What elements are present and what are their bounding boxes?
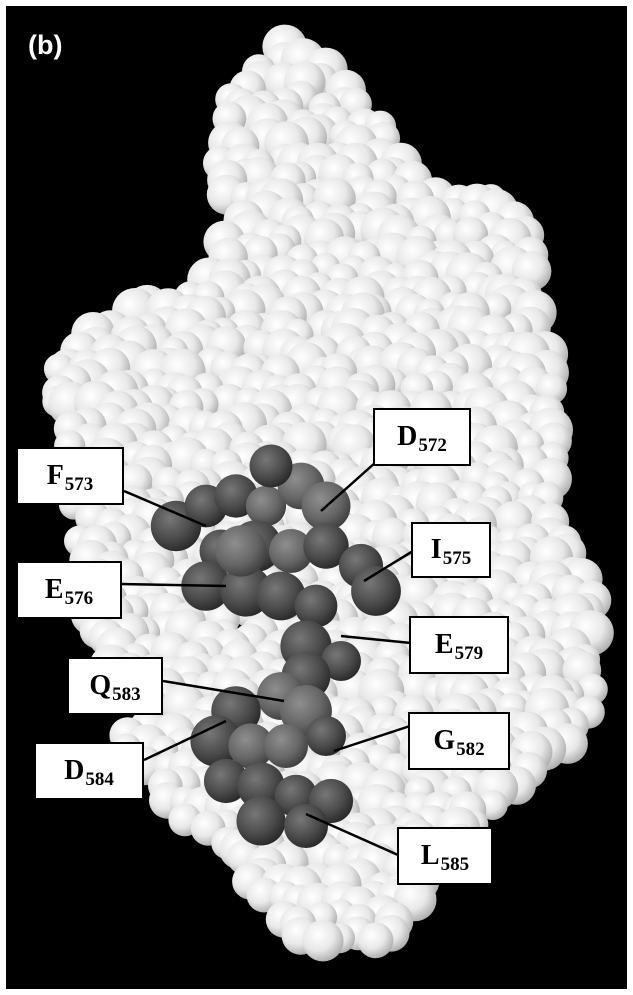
residue-number: 576	[65, 589, 94, 608]
atom-sphere	[302, 920, 343, 961]
label-D584: D584	[34, 742, 144, 800]
panel-label: (b)	[28, 32, 62, 59]
residue-number: 585	[441, 855, 470, 874]
highlighted-atom-sphere	[237, 797, 286, 846]
label-F573: F573	[16, 447, 124, 505]
residue-letter: L	[421, 842, 440, 870]
residue-letter: F	[47, 462, 64, 490]
label-I575: I575	[411, 522, 491, 578]
highlighted-atom-sphere	[284, 804, 328, 848]
residue-letter: E	[45, 576, 64, 604]
label-D572: D572	[373, 408, 471, 466]
label-Q583: Q583	[67, 657, 163, 715]
residue-letter: E	[435, 631, 454, 659]
residue-letter: Q	[89, 672, 111, 700]
residue-number: 582	[456, 740, 485, 759]
residue-letter: D	[397, 423, 417, 451]
residue-number: 584	[85, 770, 114, 789]
residue-letter: G	[433, 727, 455, 755]
residue-number: 579	[455, 644, 484, 663]
residue-number: 572	[418, 436, 447, 455]
residue-letter: I	[431, 536, 442, 564]
residue-number: 575	[443, 549, 472, 568]
residue-letter: D	[64, 757, 84, 785]
atom-sphere	[358, 922, 394, 958]
label-G582: G582	[408, 712, 510, 770]
highlighted-atom-sphere	[215, 525, 266, 576]
residue-number: 583	[112, 685, 141, 704]
highlighted-atom-sphere	[264, 724, 308, 768]
label-E579: E579	[409, 616, 509, 674]
residue-number: 573	[65, 475, 94, 494]
figure-panel: (b) D572 F573 I575 E576 E579 Q583 G582 D…	[6, 6, 627, 989]
highlighted-atom-sphere	[250, 445, 293, 488]
label-L585: L585	[397, 827, 493, 885]
label-E576: E576	[16, 561, 122, 619]
